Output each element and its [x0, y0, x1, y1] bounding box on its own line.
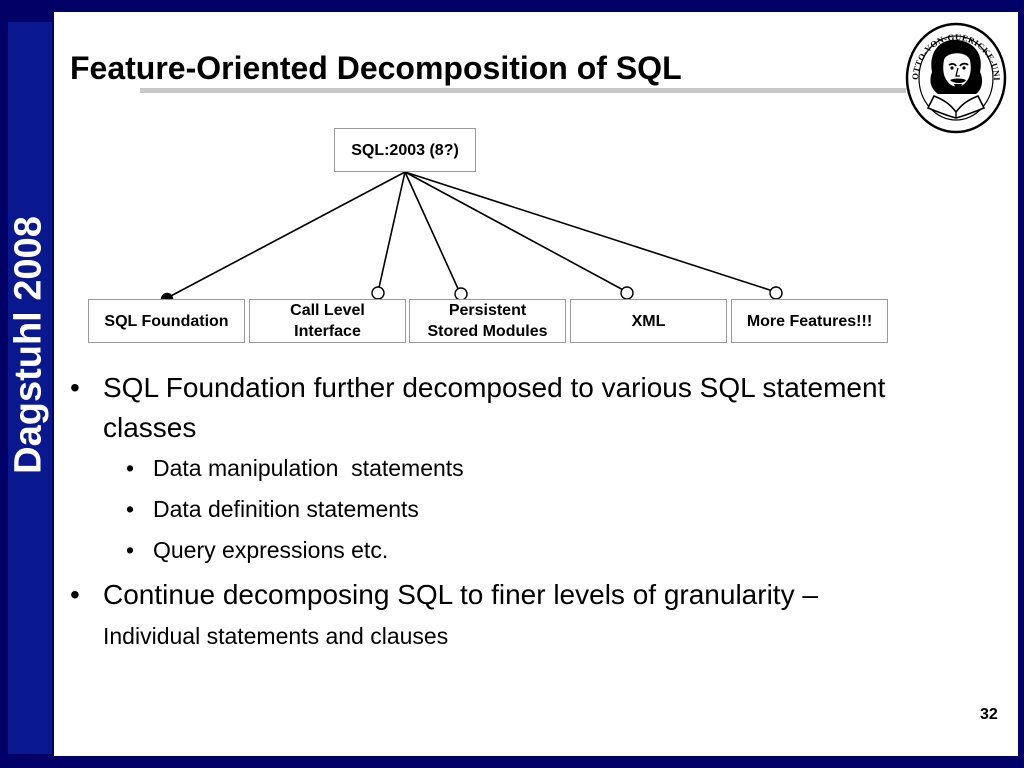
sub-bullet-icon: • — [126, 496, 135, 522]
feature-node-label: SQL Foundation — [104, 312, 229, 330]
sidebar-panel — [8, 22, 52, 754]
optional-marker — [620, 286, 634, 300]
feature-node-label-line1: Persistent — [448, 302, 527, 319]
bullet-icon: • — [70, 372, 80, 403]
right-border — [1018, 0, 1024, 768]
sub-bullet-text: Data manipulation statements — [153, 455, 464, 481]
edge-xml — [404, 171, 628, 293]
page-number: 32 — [980, 706, 998, 723]
edge-persistent-stored-modules — [404, 171, 461, 294]
sub-bullet-icon: • — [126, 455, 135, 481]
feature-node-xml: XML — [570, 299, 727, 343]
bullet-small-text: Individual statements and clauses — [103, 623, 449, 649]
edge-sql-foundation — [166, 171, 406, 299]
university-seal-icon: OTTO-VON-GUERICKE-UNIVERSITÄT MAGDEBURG — [904, 20, 1007, 134]
feature-node-label-line2: Interface — [294, 323, 361, 340]
bullet-text: SQL Foundation further decomposed to var… — [103, 372, 886, 443]
sub-bullet-item: • Data manipulation statements — [70, 448, 950, 489]
title-underline — [140, 88, 906, 93]
bullet-item: • Continue decomposing SQL to finer leve… — [70, 575, 823, 656]
edge-more-features — [404, 171, 777, 293]
feature-node-label: More Features!!! — [746, 312, 873, 330]
optional-marker — [769, 286, 783, 300]
bullet-text: Continue decomposing SQL to finer levels… — [103, 579, 818, 610]
feature-node-call-level-interface: Call Level Interface — [249, 299, 406, 343]
optional-marker — [371, 286, 385, 300]
feature-node-root-label: SQL:2003 (8?) — [351, 141, 459, 159]
feature-node-label-line2: Stored Modules — [427, 323, 548, 340]
feature-node-root: SQL:2003 (8?) — [334, 128, 476, 172]
sub-bullet-item: • Query expressions etc. — [70, 530, 950, 571]
top-border — [0, 0, 1024, 12]
feature-node-sql-foundation: SQL Foundation — [88, 299, 245, 343]
sub-bullet-text: Data definition statements — [153, 496, 419, 522]
bottom-border — [0, 756, 1024, 768]
feature-node-label-line1: Call Level — [290, 302, 365, 319]
sub-bullet-text: Query expressions etc. — [153, 537, 389, 563]
feature-node-more-features: More Features!!! — [731, 299, 888, 343]
sub-bullet-item: • Data definition statements — [70, 489, 950, 530]
edge-call-level-interface — [377, 171, 406, 293]
slide-title: Feature-Oriented Decomposition of SQL — [70, 50, 682, 86]
sub-bullet-icon: • — [126, 537, 135, 563]
sidebar: Dagstuhl 2008 — [0, 0, 54, 768]
feature-node-label: XML — [631, 312, 666, 330]
feature-node-persistent-stored-modules: Persistent Stored Modules — [409, 299, 566, 343]
bullet-list: • SQL Foundation further decomposed to v… — [70, 368, 950, 656]
bullet-icon: • — [70, 579, 80, 610]
bullet-item: • SQL Foundation further decomposed to v… — [70, 368, 923, 448]
